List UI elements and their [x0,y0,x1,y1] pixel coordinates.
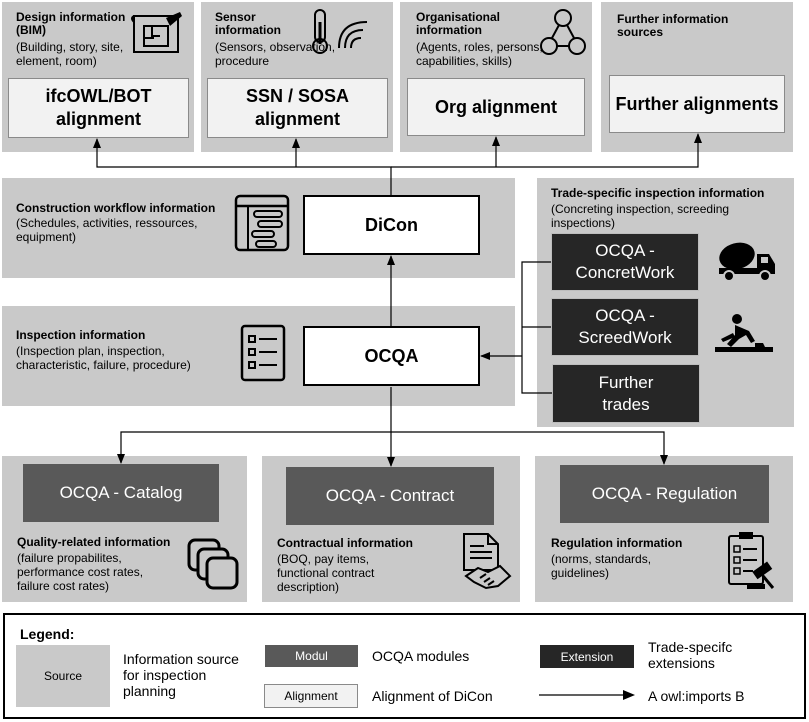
panel-description: (Inspection plan, inspection, characteri… [16,344,191,372]
ocqa-catalog-module[interactable]: OCQA - Catalog [23,464,219,522]
ifcowl-bot-alignment[interactable]: ifcOWL/BOT alignment [8,78,189,138]
panel-title: Inspection information [16,328,146,342]
arrow-to-regulation [391,431,668,465]
legend-title: Legend: [20,626,75,642]
panel-title: Organisational information [416,10,501,37]
panel-description: (Building, story, site, element, room) [16,40,124,68]
panel-title: Contractual information [277,536,414,550]
worker-screeding-icon [715,314,773,352]
panel-description: (Concreting inspection, screeding inspec… [551,202,730,230]
legend-arrow-label: A owl:imports B [648,688,745,704]
dicon-to-alignments-line [93,138,392,195]
panel-title: Trade-specific inspection information [551,186,765,200]
legend-extension-label: Trade-specifc extensions [648,639,733,671]
panel-title: Regulation information [551,536,683,550]
thermometer-signal-icon [312,9,368,54]
panel-title: Quality-related information [17,535,171,549]
org-alignment[interactable]: Org alignment [407,78,585,136]
legend: Legend: Source Information source for in… [3,613,806,719]
panel-description: (norms, standards, guidelines) [551,552,652,580]
ocqa-regulation-module[interactable]: OCQA - Regulation [560,465,769,523]
further-alignments[interactable]: Further alignments [609,75,785,133]
gantt-chart-icon [234,194,290,252]
inspection-info-panel: Inspection information (Inspection plan,… [2,306,515,406]
panel-description: (failure propabilites, performance cost … [17,551,144,593]
legend-alignment-label: Alignment of DiCon [372,688,493,704]
ocqa-concretwork-extension[interactable]: OCQA - ConcretWork [551,233,699,291]
panel-description: (Agents, roles, persons, capabilities, s… [416,40,543,68]
further-trades-extension[interactable]: Further trades [552,364,700,423]
legend-extension-swatch: Extension [540,645,634,668]
organisational-info-panel: Organisational information (Agents, role… [400,2,592,152]
dicon-box[interactable]: DiCon [303,195,480,255]
ssn-sosa-alignment[interactable]: SSN / SOSA alignment [207,78,388,138]
org-network-icon [540,9,586,55]
legend-import-arrow [539,690,635,700]
panel-title: Design information (BIM) [16,10,126,37]
arrow-to-further-alignments [391,133,702,168]
ocqa-screedwork-extension[interactable]: OCQA - ScreedWork [551,298,699,356]
legend-source-swatch: Source [16,645,110,707]
blueprint-icon [131,12,182,53]
panel-description: (BOQ, pay items, functional contract des… [277,552,375,594]
sensor-info-panel: Sensor information (Sensors, observation… [201,2,393,152]
legend-modul-label: OCQA modules [372,648,470,664]
panel-title: Construction workflow information [16,201,216,215]
panel-title: Sensor information [215,10,281,37]
panel-description: (Schedules, activities, ressources, equi… [16,216,198,244]
concrete-mixer-truck-icon [719,242,775,282]
regulation-gavel-icon [728,532,775,589]
stacked-cards-icon [187,538,239,590]
panel-title: Further information sources [617,12,729,39]
legend-source-label: Information source for inspection planni… [123,651,239,699]
further-sources-panel: Further information sources Further alig… [601,2,793,152]
ocqa-box[interactable]: OCQA [303,326,480,386]
design-info-panel: Design information (BIM) (Building, stor… [2,2,194,152]
checklist-icon [240,324,286,382]
contract-handshake-icon [463,533,512,590]
legend-modul-swatch: Modul [265,645,358,667]
legend-alignment-swatch: Alignment [264,684,358,708]
panel-description: (Sensors, observation, procedure [215,40,336,68]
ocqa-to-modules-line [117,387,392,464]
ocqa-contract-module[interactable]: OCQA - Contract [286,467,494,525]
